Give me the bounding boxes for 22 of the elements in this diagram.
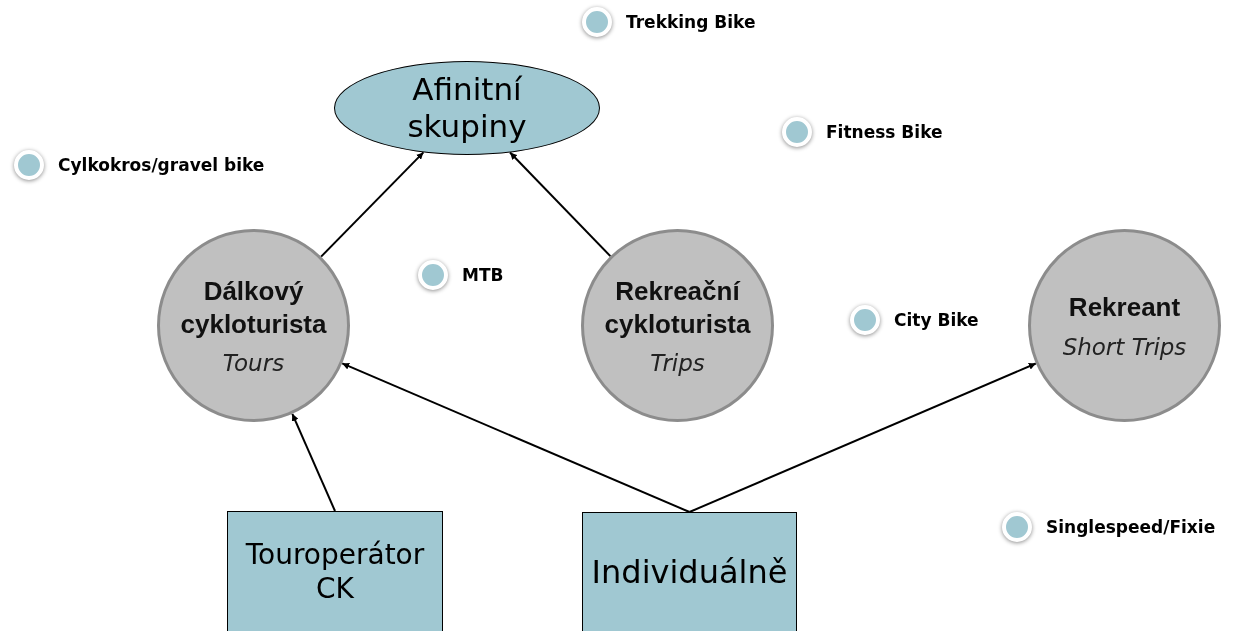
- arrow: [341, 362, 691, 513]
- arrow: [320, 151, 425, 258]
- arrow: [688, 362, 1037, 513]
- bike-type-label: Fitness Bike: [826, 122, 943, 142]
- arrow: [291, 412, 336, 512]
- node-label: Touroperátor CK: [244, 538, 426, 606]
- rectangle-node: [227, 511, 443, 631]
- node-title: Rekreant: [1067, 291, 1182, 324]
- node-title: Dálkový cykloturista: [179, 275, 328, 340]
- bike-type-label: Trekking Bike: [626, 12, 756, 32]
- node-subtitle: Trips: [650, 350, 705, 376]
- bike-type-label: City Bike: [894, 310, 979, 330]
- arrow: [509, 151, 612, 258]
- rectangle-node: [582, 512, 797, 631]
- node-label: Individuálně: [590, 553, 789, 592]
- bike-type-label: Singlespeed/Fixie: [1046, 517, 1216, 537]
- node-subtitle: Short Trips: [1062, 333, 1187, 360]
- bike-type-label: MTB: [462, 265, 504, 285]
- bike-type-label: Cylkokros/gravel bike: [58, 155, 265, 175]
- node-label: Afinitní skupiny: [406, 70, 528, 146]
- node-title: Rekreační cykloturista: [603, 275, 752, 340]
- node-subtitle: Tours: [222, 350, 285, 376]
